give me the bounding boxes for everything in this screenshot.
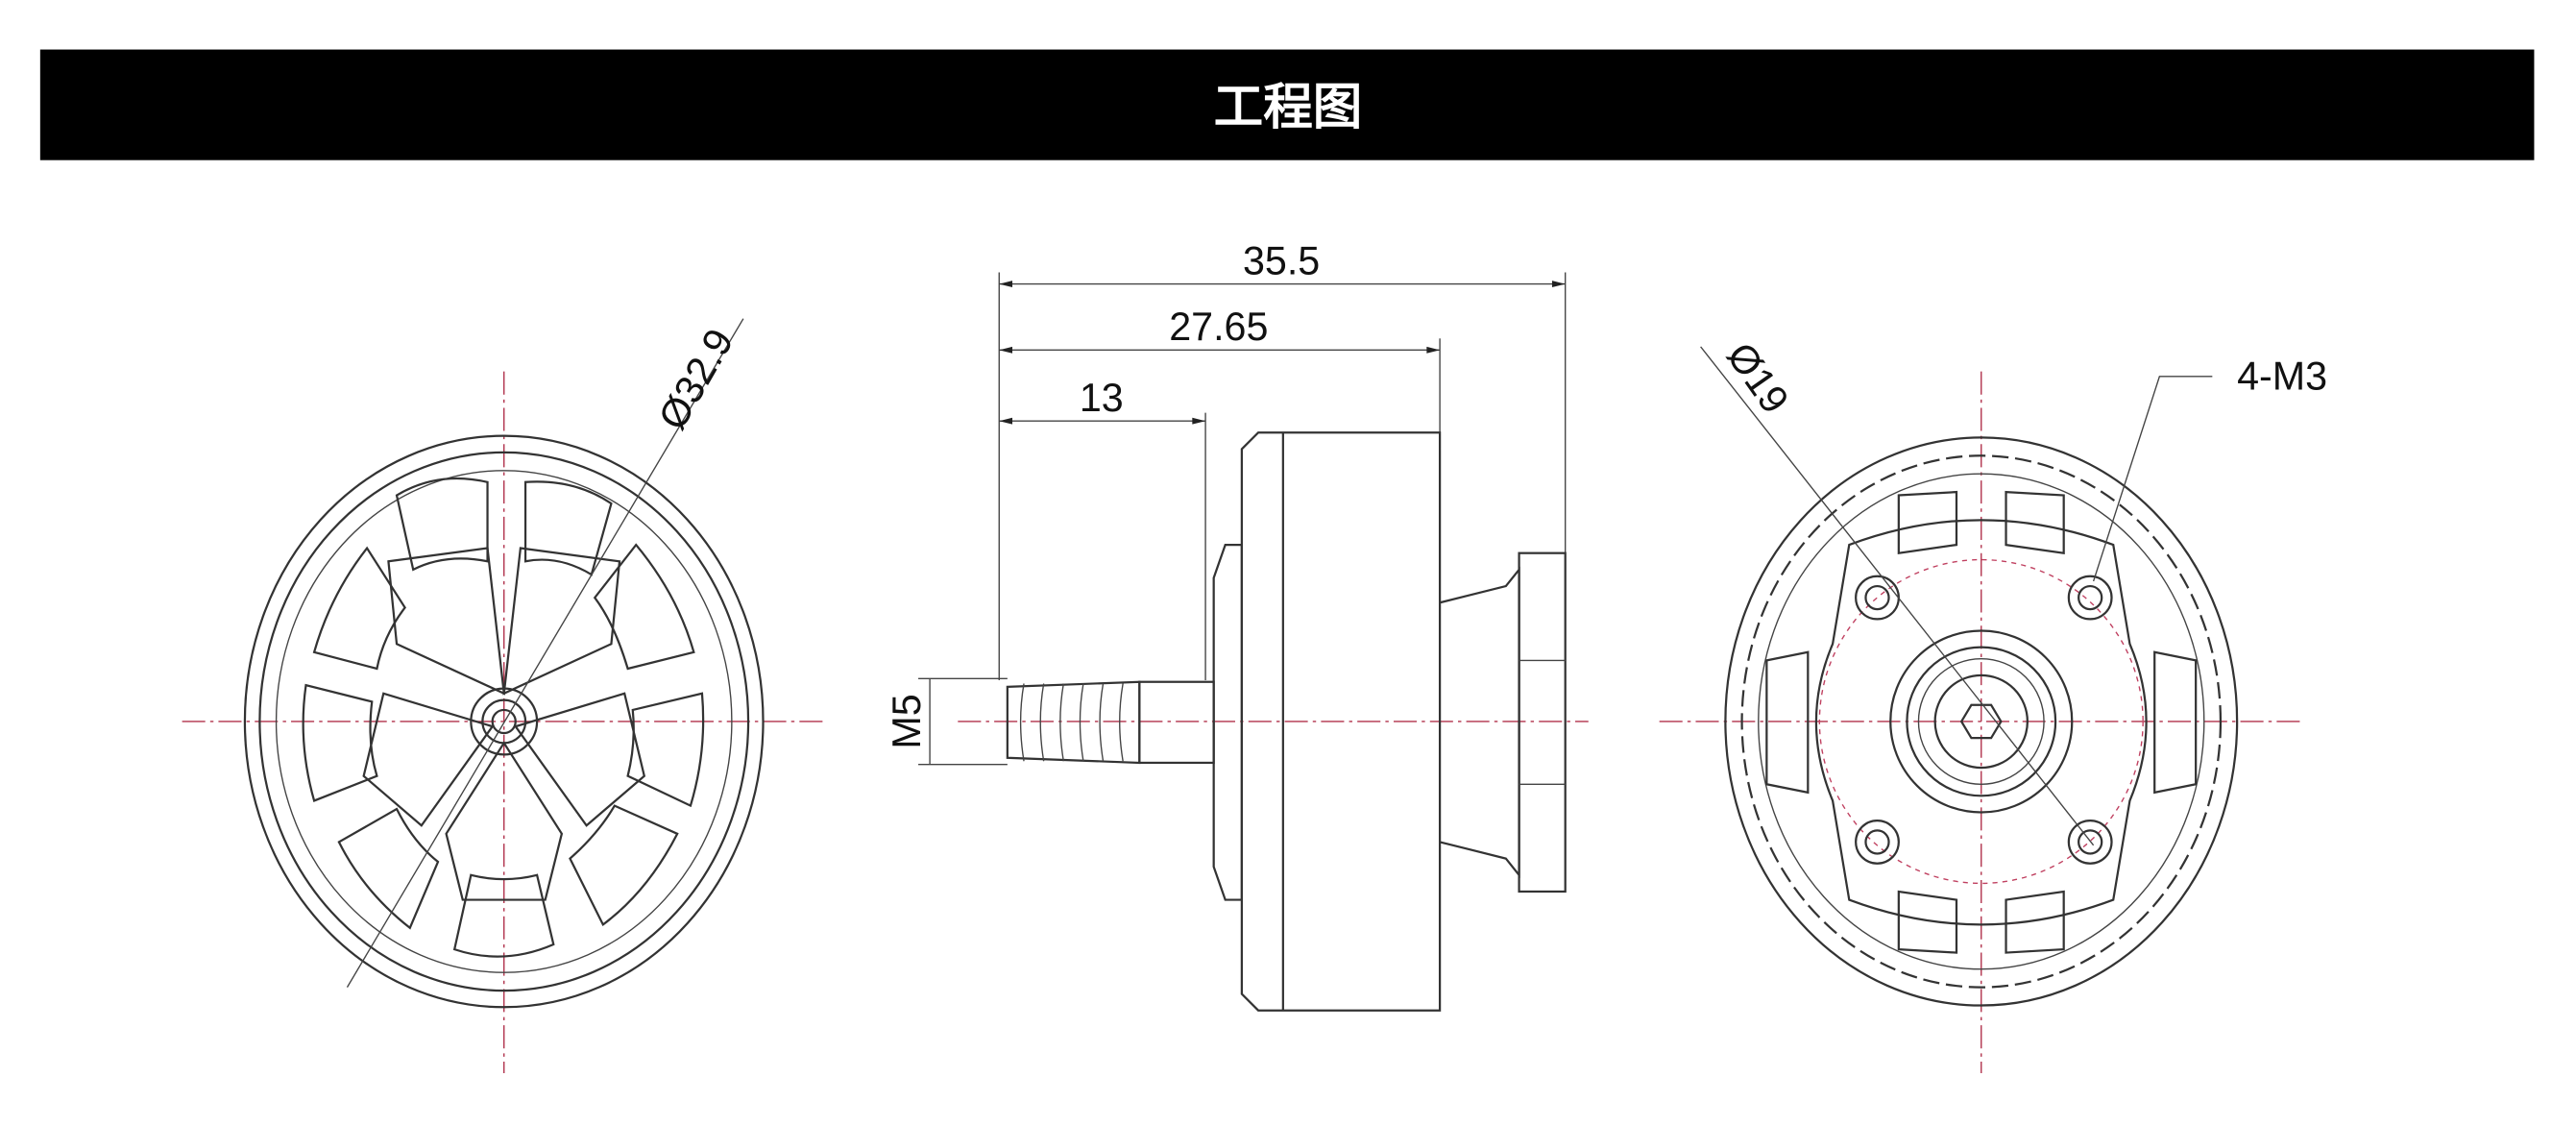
bell-vents: [302, 477, 705, 958]
hole-circle-label: Ø19: [1718, 334, 1797, 421]
mount-holes-leader: [2092, 376, 2213, 582]
shaft-nut: [470, 687, 539, 756]
shaft-thread-label: M5: [885, 694, 929, 748]
front-diameter-label: Ø32.9: [650, 321, 742, 436]
motor-base: [1439, 551, 1567, 893]
bell-outer-edge: [1724, 436, 2239, 1007]
mount-hole: [1855, 575, 1900, 621]
dim-body-length: 27.65: [999, 305, 1441, 354]
header-band: 工程图: [39, 49, 2535, 160]
diameter-leader-line: [346, 318, 744, 988]
prop-adapter-star: [362, 547, 646, 901]
prop-adapter: [1212, 543, 1243, 901]
mount-hole: [2067, 819, 2113, 865]
rear-view: Ø19 4-M3: [1659, 334, 2327, 1074]
page-title: 工程图: [1214, 79, 1363, 136]
bell-housing: [1240, 431, 1442, 1012]
mount-hole: [1855, 819, 1900, 865]
hex-socket: [1959, 703, 2003, 740]
mount-hole: [2067, 575, 2113, 621]
bell-outer-edge: [243, 434, 765, 1009]
stator-base-arms: [1765, 490, 2198, 954]
dim-shaft-thread: M5: [885, 677, 1008, 766]
hole-circle: [1818, 558, 2144, 885]
front-view: Ø32.9: [182, 318, 826, 1074]
bearing: [1889, 629, 2074, 814]
hole-circle-leader: [1700, 346, 2095, 846]
side-view: 35.5 27.65 13 M5: [885, 238, 1589, 1012]
mount-holes-label: 4-M3: [2237, 355, 2327, 399]
dim-shaft-length: 13: [999, 376, 1206, 425]
overall-length-label: 35.5: [1243, 238, 1320, 282]
dim-overall-length: 35.5: [999, 238, 1566, 288]
threaded-shaft: [1006, 680, 1215, 765]
shaft-length-label: 13: [1080, 376, 1124, 420]
body-length-label: 27.65: [1169, 305, 1268, 349]
